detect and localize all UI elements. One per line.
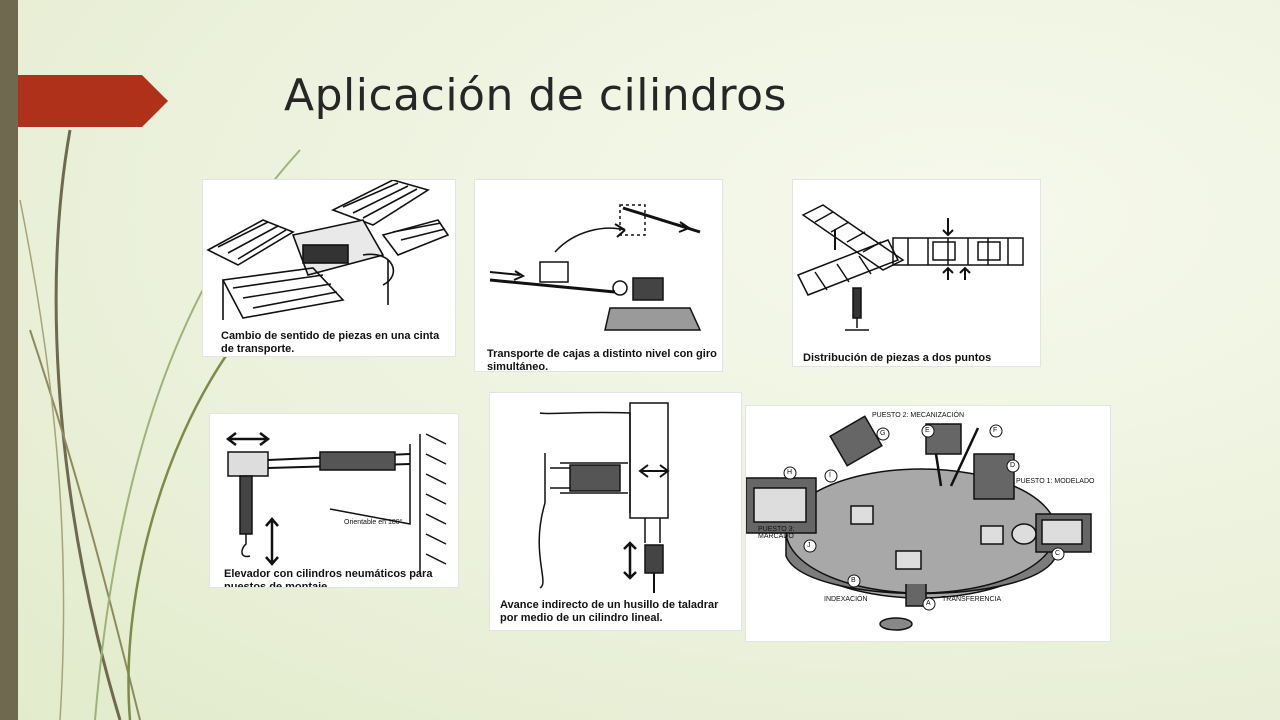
marker-g: G xyxy=(880,430,886,437)
figure-conveyor-direction-change: Cambio de sentido de piezas en una cinta… xyxy=(202,179,456,357)
title-accent-arrow xyxy=(18,75,168,127)
figure-pneumatic-elevator: Orientable en 180° Elevador con cilindro… xyxy=(209,413,459,588)
figure-drill-spindle: Avance indirecto de un husillo de taladr… xyxy=(489,392,742,631)
figure-rotary-indexing-table: PUESTO 2: MECANIZACIÓN PUESTO 1: MODELAD… xyxy=(745,405,1111,642)
figure-piece-distribution: Distribución de piezas a dos puntos dist… xyxy=(792,179,1041,367)
slide-title: Aplicación de cilindros xyxy=(284,70,787,121)
marker-j: J xyxy=(807,542,811,549)
marker-d: D xyxy=(1010,462,1016,469)
marker-a: A xyxy=(926,600,931,607)
drill-illustration xyxy=(538,402,670,593)
box-transport-illustration xyxy=(489,204,702,331)
label-transferencia: TRANSFERENCIA xyxy=(942,596,1002,603)
rotation-label: Orientable en 180° xyxy=(344,519,403,526)
figure-box-transport: Transporte de cajas a distinto nivel con… xyxy=(474,179,723,372)
elevator-illustration xyxy=(225,432,447,574)
figure-caption: Distribución de piezas a dos puntos dist… xyxy=(803,352,992,366)
marker-c: C xyxy=(1055,550,1061,557)
label-indexacion: INDEXACIÓN xyxy=(824,596,868,603)
marker-e: E xyxy=(925,427,930,434)
marker-b: B xyxy=(851,577,856,584)
figure-caption: Elevador con cilindros neumáticos para p… xyxy=(224,568,433,588)
marker-h: H xyxy=(787,469,793,476)
marker-i: I xyxy=(829,472,831,479)
label-puesto2: PUESTO 2: MECANIZACIÓN xyxy=(872,412,965,419)
left-sidebar-bar xyxy=(0,0,18,720)
figure-caption: Transporte de cajas a distinto nivel con… xyxy=(487,348,717,372)
conveyor-illustration xyxy=(206,180,450,320)
distribution-illustration xyxy=(796,204,1024,331)
marker-f: F xyxy=(993,427,998,434)
rotary-table-illustration xyxy=(746,415,1092,631)
figure-caption: Cambio de sentido de piezas en una cinta… xyxy=(221,330,440,355)
figure-caption: Avance indirecto de un husillo de taladr… xyxy=(500,599,719,624)
label-puesto1: PUESTO 1: MODELADO xyxy=(1016,478,1095,485)
label-puesto3: PUESTO 3: MARCADO xyxy=(758,526,795,540)
